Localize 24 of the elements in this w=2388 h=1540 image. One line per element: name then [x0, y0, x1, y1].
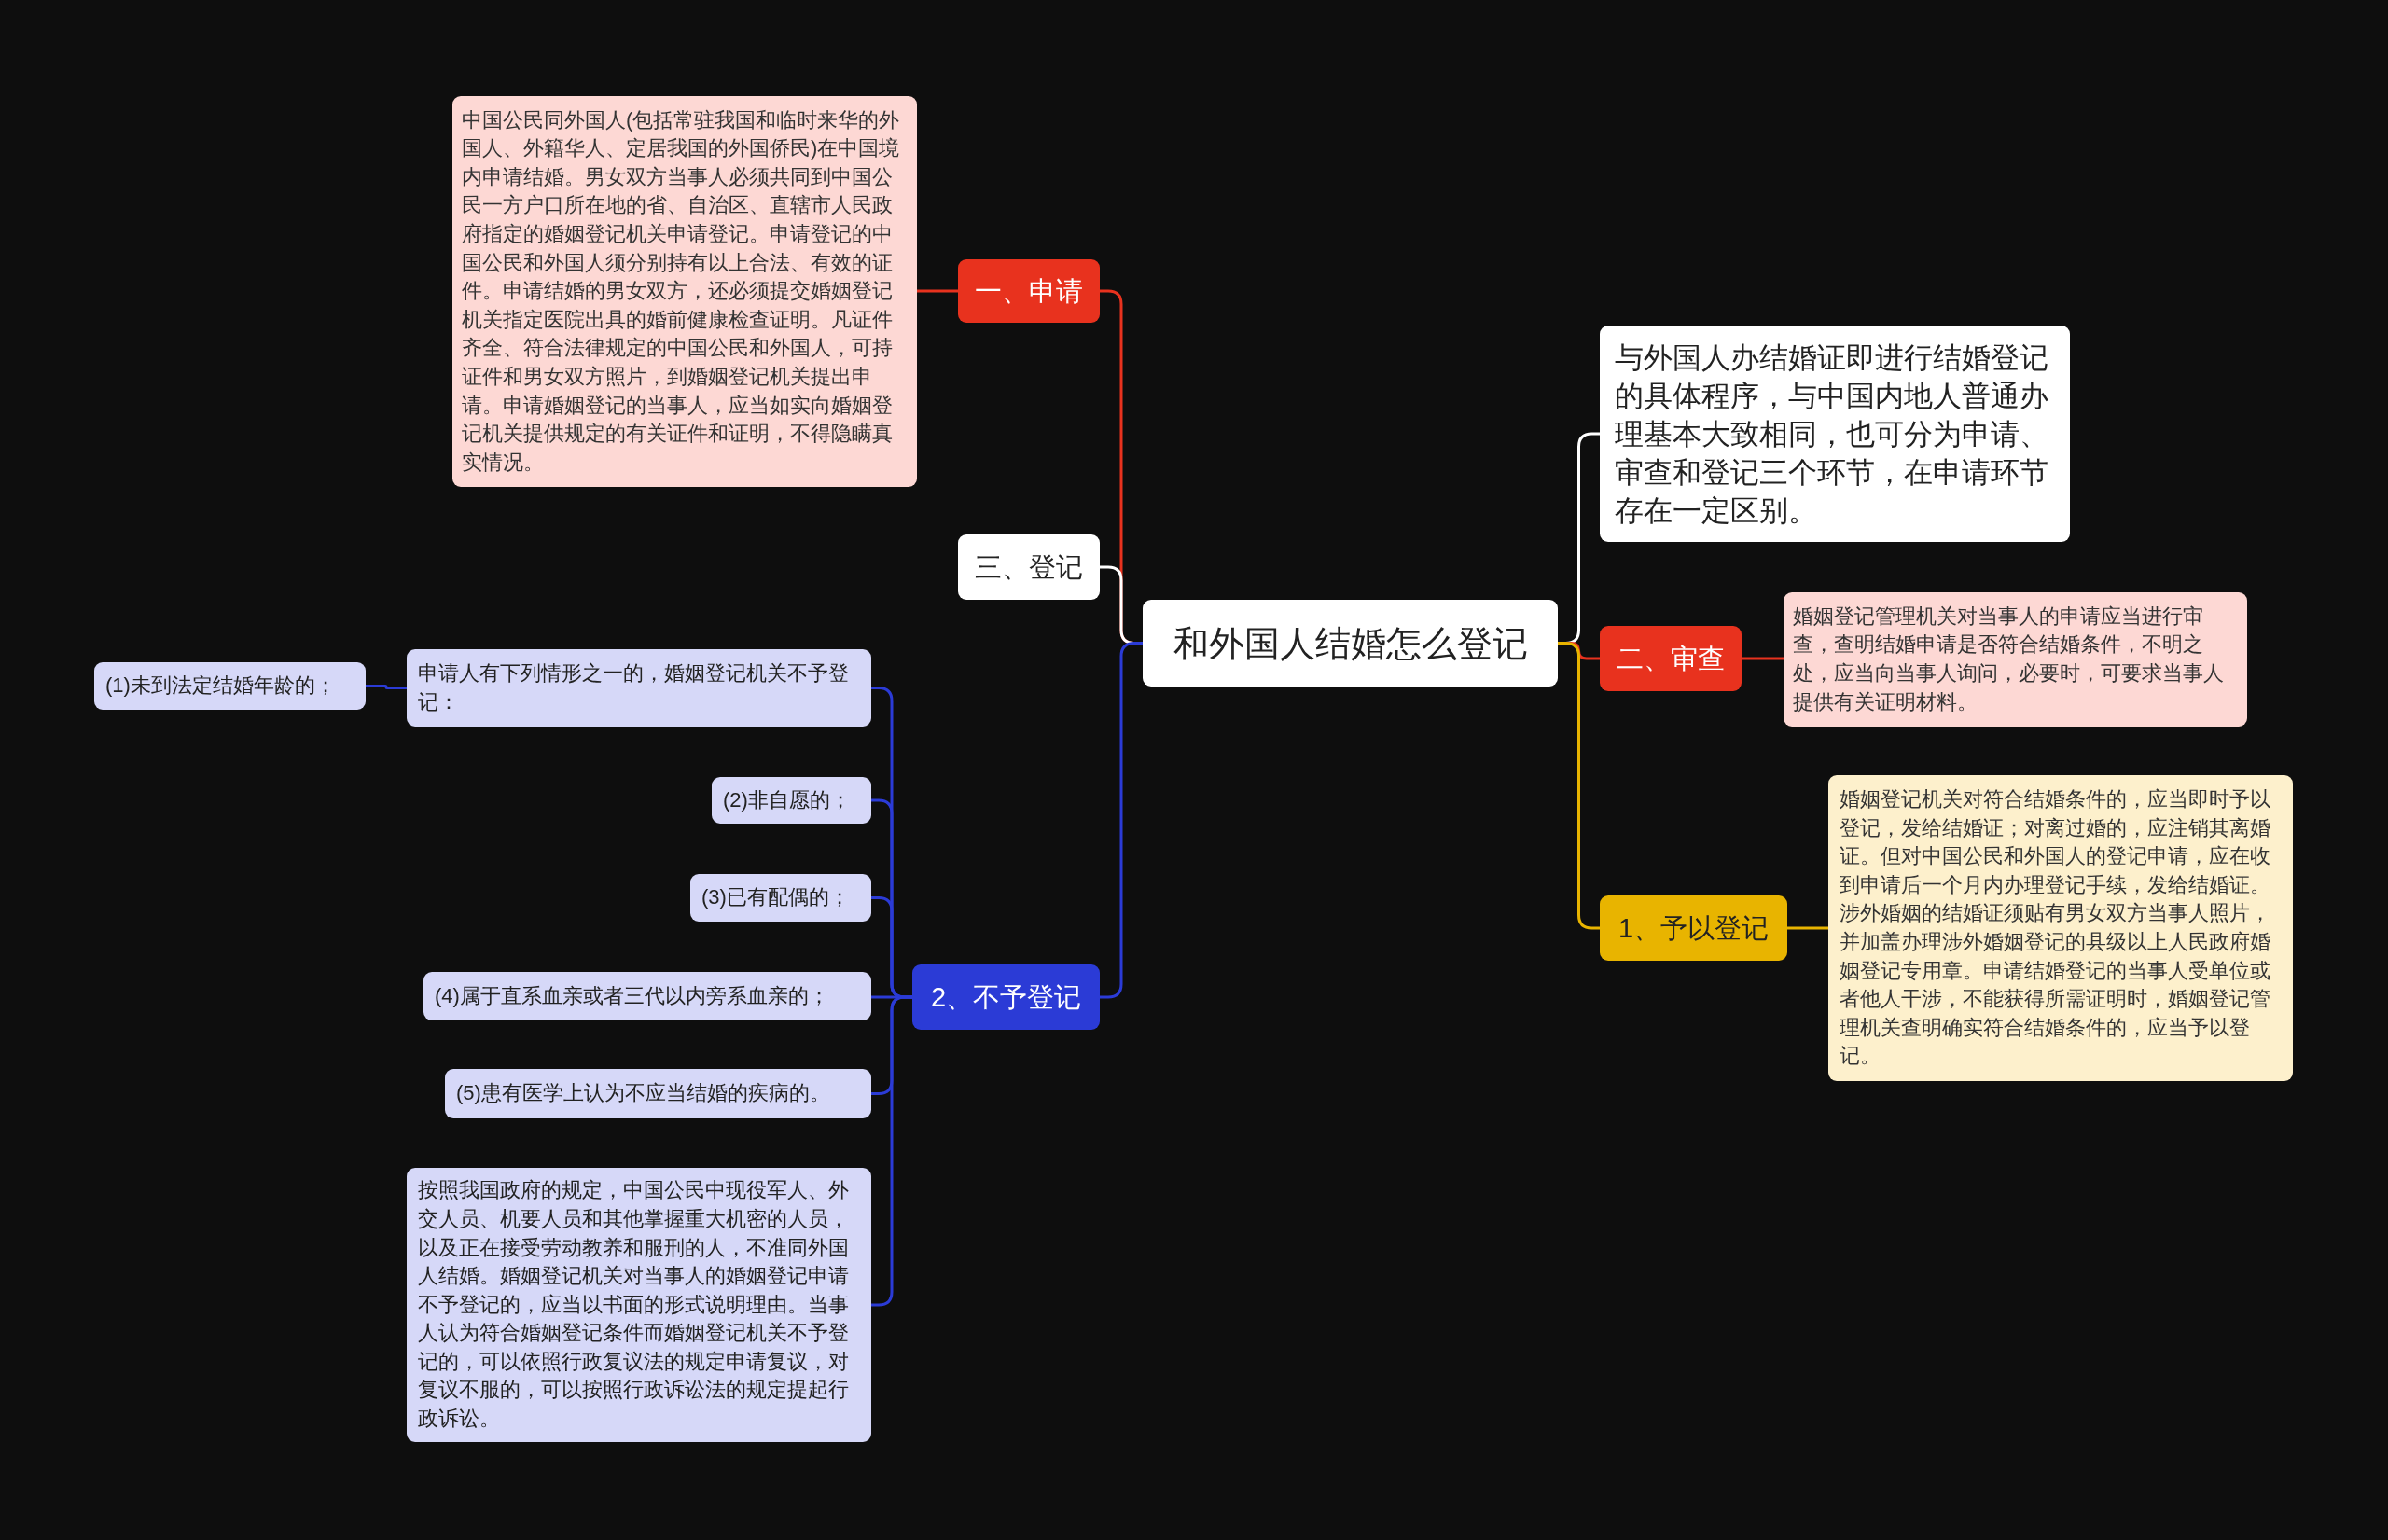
- note-box: (2)非自愿的；: [712, 777, 871, 824]
- connector-line: [1787, 926, 1828, 930]
- connector-line: [871, 995, 912, 1307]
- note-box: (4)属于直系血亲或者三代以内旁系血亲的；: [423, 972, 871, 1020]
- branch-box: 一、申请: [958, 259, 1100, 323]
- central-topic-box: 和外国人结婚怎么登记: [1143, 600, 1558, 687]
- note-box: 按照我国政府的规定，中国公民中现役军人、外交人员、机要人员和其他掌握重大机密的人员，以及正在接受劳动教养和服刑的人，不准同外国人结婚。婚姻登记机关对当事人的婚姻登记申请不予登记的，应当以书面的形式说明理由。当事人认为符合婚姻登记条件而婚姻登记机关不予登记的，可以依照行政复议法的规定申请复议，对复议不服的，可以按照行政诉讼法的规定提起行政诉讼。: [407, 1168, 871, 1442]
- branch-box: 二、审查: [1600, 626, 1742, 691]
- note-box: 婚姻登记管理机关对当事人的申请应当进行审查，查明结婚申请是否符合结婚条件，不明之处，应当向当事人询问，必要时，可要求当事人提供有关证明材料。: [1784, 592, 2247, 727]
- note-box: (5)患有医学上认为不应当结婚的疾病的。: [445, 1069, 871, 1118]
- branch-box: 三、登记: [958, 534, 1100, 600]
- branch-box: 2、不予登记: [912, 964, 1100, 1030]
- connector-line: [1558, 642, 1600, 930]
- branch-box: 1、予以登记: [1600, 895, 1787, 961]
- connector-line: [1100, 642, 1143, 999]
- note-box: (1)未到法定结婚年龄的；: [94, 662, 366, 710]
- note-box: 与外国人办结婚证即进行结婚登记的具体程序，与中国内地人普通办理基本大致相同，也可分为申请、审查和登记三个环节，在申请环节存在一定区别。: [1600, 326, 2070, 542]
- note-box: 中国公民同外国人(包括常驻我国和临时来华的外国人、外籍华人、定居我国的外国侨民)在中国境内申请结婚。男女双方当事人必须共同到中国公民一方户口所在地的省、自治区、直辖市人民政府指定的婚姻登记机关申请登记。申请登记的中国公民和外国人须分别持有以上合法、有效的证件。申请结婚的男女双方，还必须提交婚姻登记机关指定医院出具的婚前健康检查证明。凡证件齐全、符合法律规定的中国公民和外国人，可持证件和男女双方照片，到婚姻登记机关提出申请。申请婚姻登记的当事人，应当如实向婚姻登记机关提供规定的有关证件和证明，不得隐瞒真实情况。: [452, 96, 917, 487]
- connector-line: [917, 289, 958, 293]
- connector-line: [366, 685, 407, 689]
- note-box: 申请人有下列情形之一的，婚姻登记机关不予登记：: [407, 649, 871, 727]
- note-box: 婚姻登记机关对符合结婚条件的，应当即时予以登记，发给结婚证；对离过婚的，应注销其离婚证。但对中国公民和外国人的登记申请，应在收到申请后一个月内办理登记手续，发给结婚证。涉外婚姻的结婚证须贴有男女双方当事人照片，并加盖办理涉外婚姻登记的县级以上人民政府婚姻登记专用章。申请结婚登记的当事人受单位或者他人干涉，不能获得所需证明时，婚姻登记管理机关查明确实符合结婚条件的，应当予以登记。: [1828, 775, 2293, 1081]
- note-box: (3)已有配偶的；: [690, 874, 871, 922]
- connector-line: [1742, 657, 1784, 660]
